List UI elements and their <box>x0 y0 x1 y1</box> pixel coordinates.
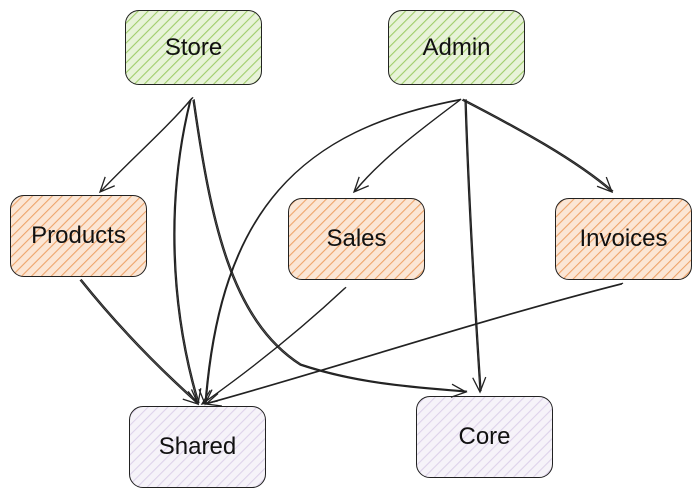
edge-admin-core <box>464 99 487 394</box>
node-hatch-shared <box>129 406 266 488</box>
arrowhead-invoices-shared <box>204 392 222 407</box>
arrowhead-admin-core <box>472 376 487 394</box>
node-core: Core <box>416 396 553 478</box>
node-admin-label: Admin <box>422 33 491 61</box>
node-hatch-admin <box>388 10 525 85</box>
node-invoices-label: Invoices <box>579 225 668 252</box>
node-admin: Admin <box>388 10 525 85</box>
node-products: Products <box>10 195 147 277</box>
edge-products-shared <box>79 278 200 406</box>
arrowhead-admin-sales <box>352 176 369 194</box>
edge-store-shared <box>173 99 202 406</box>
node-store-label: Store <box>164 33 223 61</box>
node-products-label: Products <box>31 222 126 249</box>
node-hatch-sales <box>288 198 425 280</box>
node-hatch-invoices <box>555 198 692 280</box>
arrowhead-store-core <box>450 383 468 398</box>
node-hatch-core <box>416 396 553 478</box>
node-shared: Shared <box>129 406 266 488</box>
node-shared-label: Shared <box>158 433 237 460</box>
node-core-label: Core <box>458 423 511 450</box>
arrowhead-admin-invoices <box>596 176 614 194</box>
arrowhead-products-shared <box>182 389 200 406</box>
node-hatch-store <box>125 10 262 85</box>
node-hatch-products <box>10 195 147 277</box>
edge-admin-invoices <box>461 98 614 194</box>
node-invoices: Invoices <box>555 198 692 280</box>
edge-sales-shared <box>200 286 347 405</box>
node-sales: Sales <box>288 198 425 280</box>
node-store: Store <box>125 10 262 85</box>
edge-invoices-shared <box>204 282 624 407</box>
arrowhead-store-products <box>98 176 115 194</box>
node-sales-label: Sales <box>326 225 387 252</box>
edge-store-products <box>98 96 194 194</box>
edge-admin-sales <box>352 98 462 194</box>
edge-store-core <box>192 99 468 398</box>
